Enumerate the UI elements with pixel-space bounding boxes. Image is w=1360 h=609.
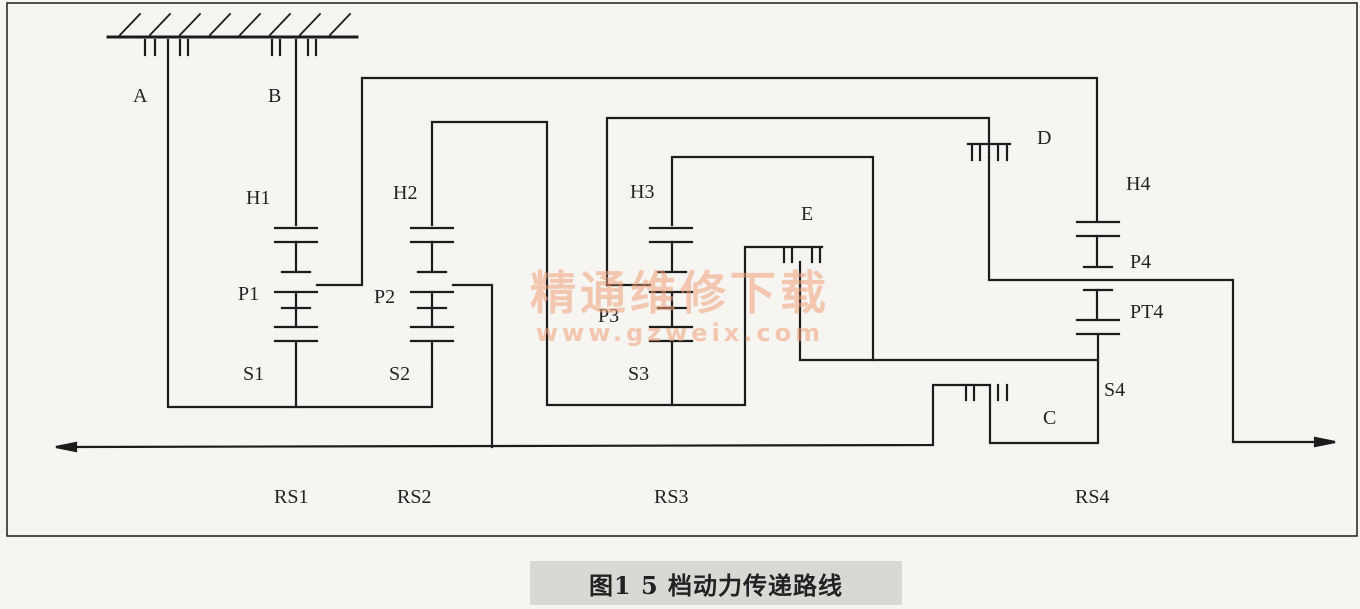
h3-ring-link xyxy=(670,155,1100,362)
label-a: A xyxy=(133,85,148,107)
label-s1: S1 xyxy=(243,363,264,385)
label-rs1: RS1 xyxy=(274,486,308,508)
label-p4: P4 xyxy=(1130,251,1151,273)
diagram-labels: A B H1 P1 S1 H2 P2 S2 H3 P3 S3 E D H4 P4… xyxy=(133,85,1163,508)
gearset-rs3 xyxy=(648,226,694,407)
label-c: C xyxy=(1043,407,1056,429)
h2-ring-link xyxy=(430,120,824,407)
label-rs3: RS3 xyxy=(654,486,688,508)
transmission-diagram: A B H1 P1 S1 H2 P2 S2 H3 P3 S3 E D H4 P4… xyxy=(6,2,1358,537)
input-shaft xyxy=(58,383,990,449)
label-h4: H4 xyxy=(1126,173,1150,195)
label-s4: S4 xyxy=(1104,379,1125,401)
d-to-p3 xyxy=(605,116,991,287)
gearset-rs2 xyxy=(409,226,455,370)
label-rs2: RS2 xyxy=(397,486,431,508)
caption-box: 图1 5 档动力传递路线 xyxy=(530,561,902,605)
ground-hatching xyxy=(118,12,352,37)
clutch-e xyxy=(782,245,822,264)
label-p3: P3 xyxy=(598,305,619,327)
gearset-rs4 xyxy=(1075,220,1121,336)
brake-c xyxy=(964,383,1009,402)
brake-d xyxy=(966,142,1012,162)
label-h2: H2 xyxy=(393,182,417,204)
e-link xyxy=(798,260,875,362)
gearset-rs1 xyxy=(273,226,319,343)
label-e: E xyxy=(801,203,813,225)
label-h3: H3 xyxy=(630,181,654,203)
shaft-a-s1 xyxy=(166,38,434,409)
output-arrow xyxy=(1313,436,1336,448)
d-to-output xyxy=(987,155,1327,444)
carrier-p1-to-h4 xyxy=(315,76,1099,287)
figure-caption: 图1 5 档动力传递路线 xyxy=(588,570,844,600)
label-b: B xyxy=(268,85,281,107)
label-p1: P1 xyxy=(238,283,259,305)
input-arrow xyxy=(55,441,78,453)
label-s3: S3 xyxy=(628,363,649,385)
c-to-s4 xyxy=(988,333,1100,445)
label-h1: H1 xyxy=(246,187,270,209)
diagram-lines xyxy=(6,2,1358,537)
brake-a xyxy=(143,38,190,57)
label-d: D xyxy=(1037,127,1051,149)
label-pt4: PT4 xyxy=(1130,301,1163,323)
label-s2: S2 xyxy=(389,363,410,385)
frame-border xyxy=(6,2,1358,537)
carrier-p2-input xyxy=(451,283,494,449)
label-p2: P2 xyxy=(374,286,395,308)
label-rs4: RS4 xyxy=(1075,486,1109,508)
brake-b xyxy=(270,38,318,57)
